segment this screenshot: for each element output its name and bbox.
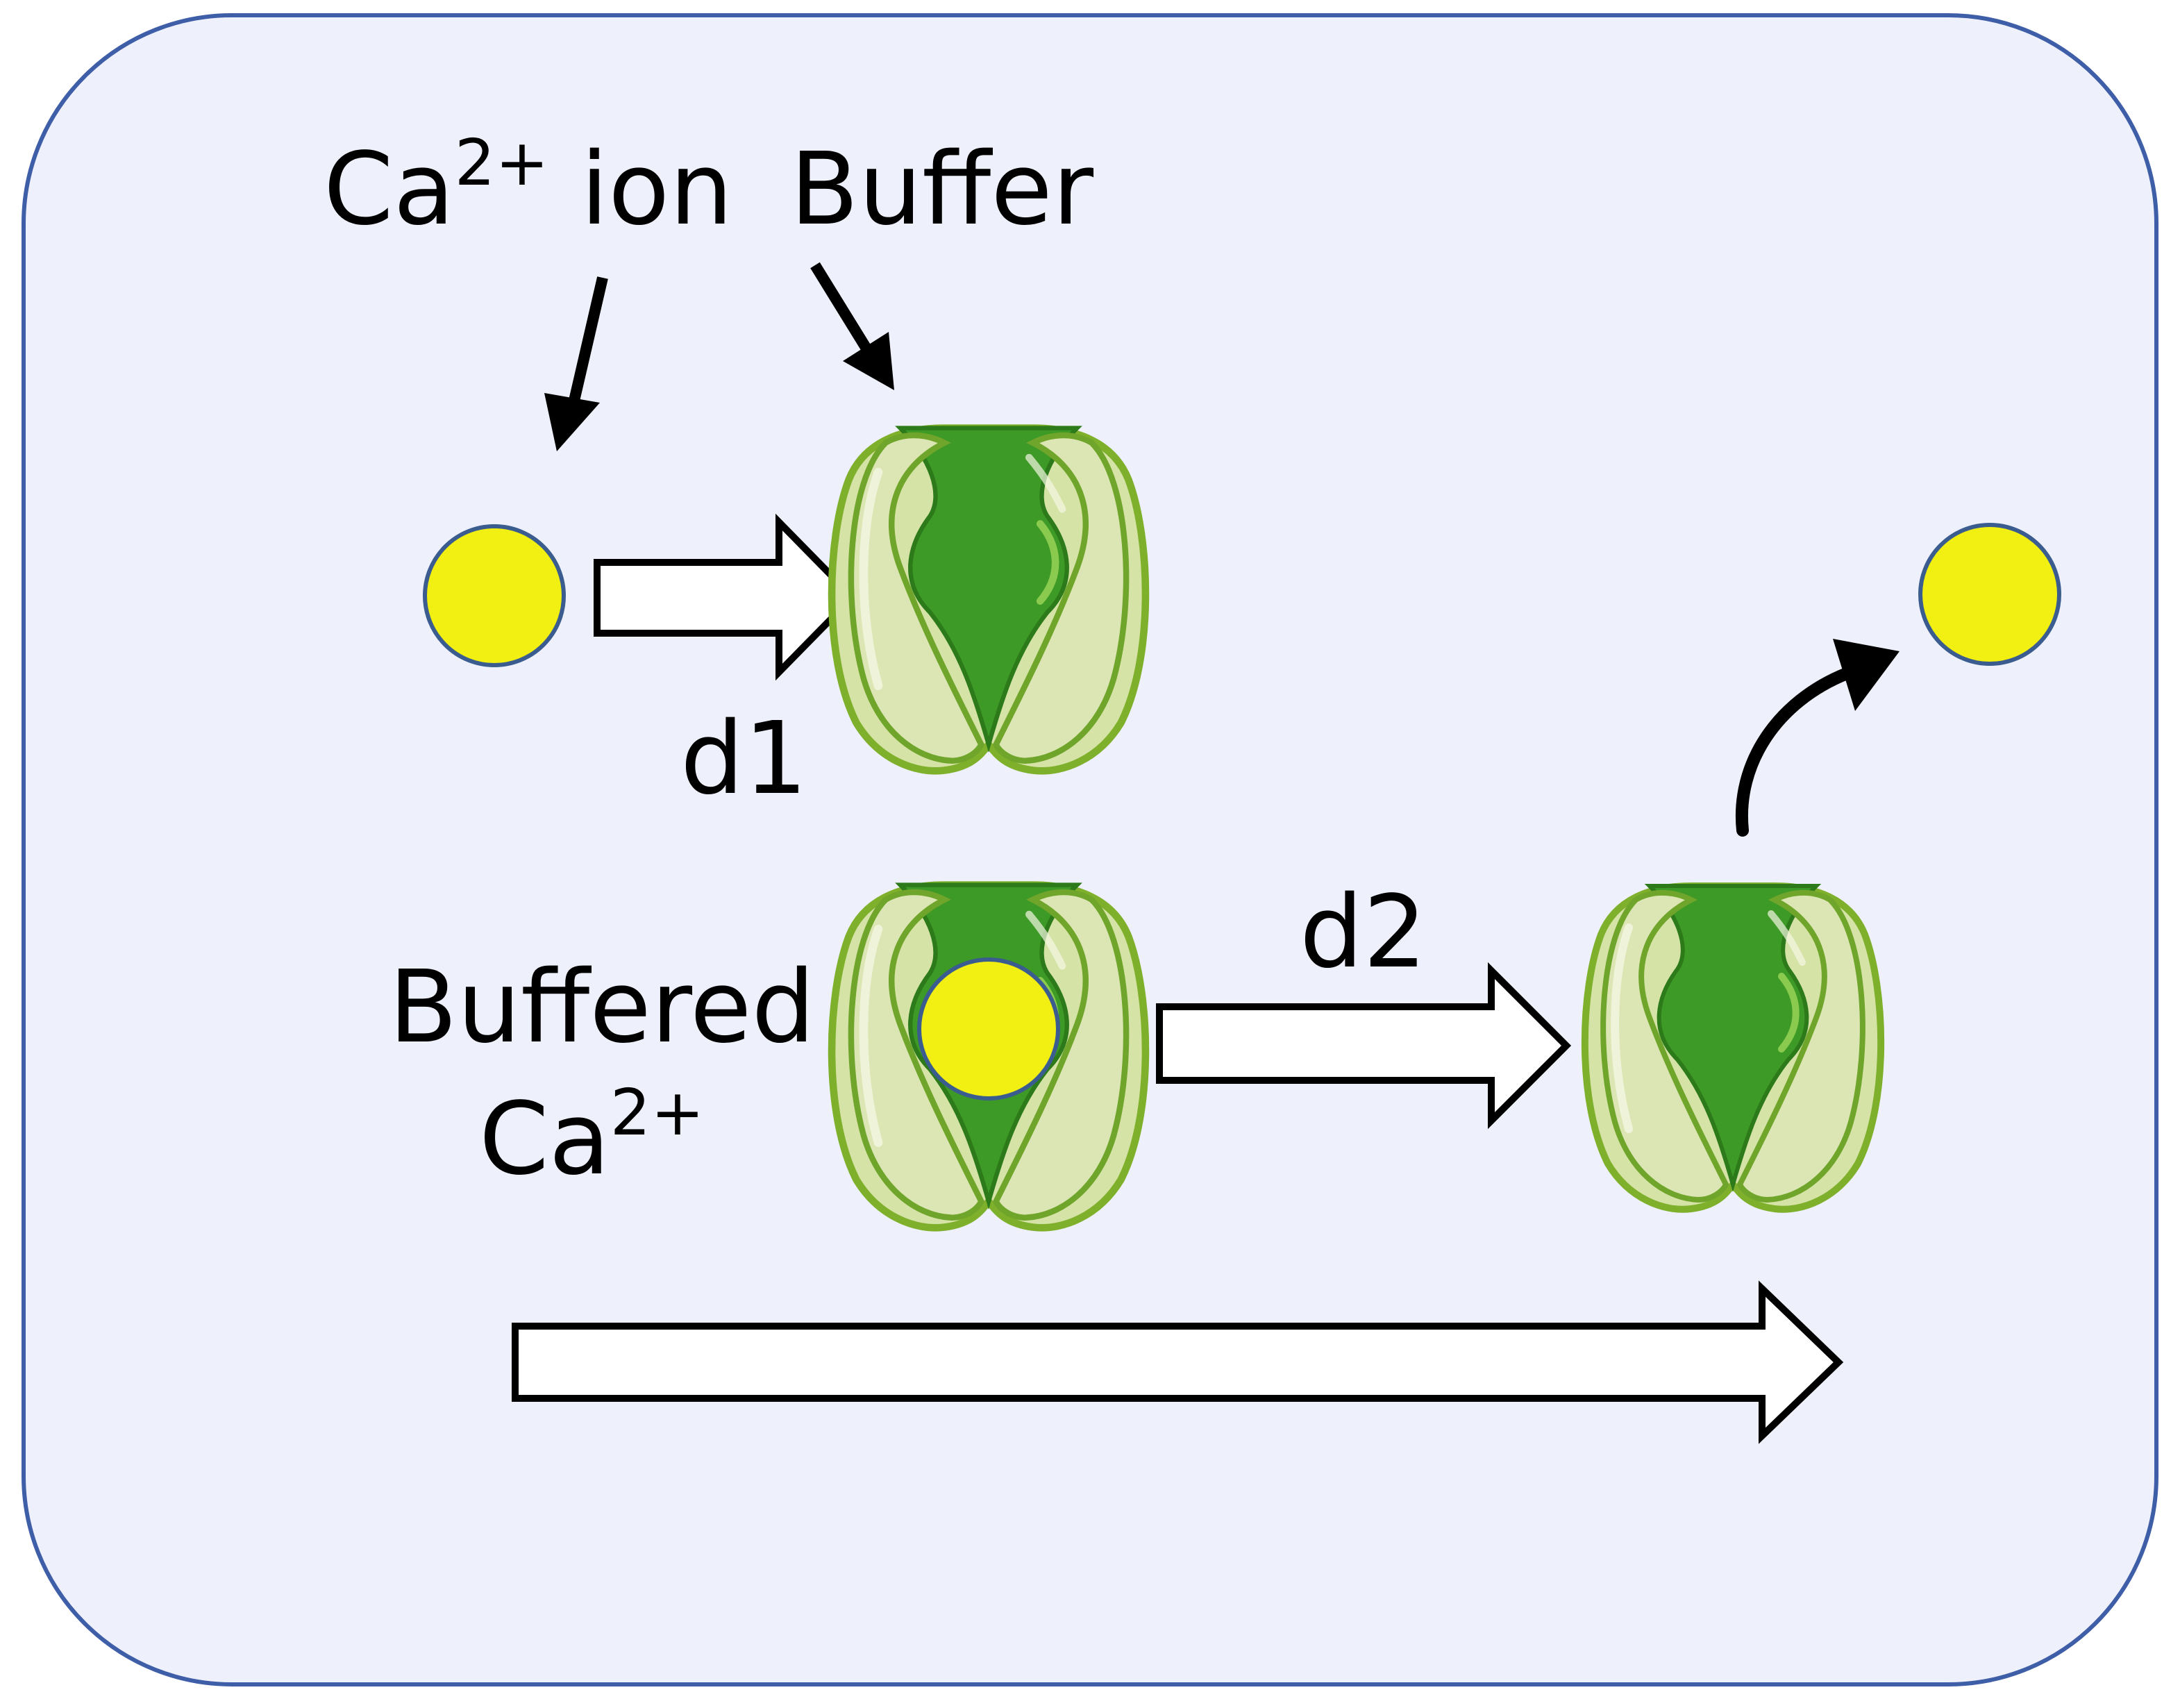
ca-ion-superscript: 2+ bbox=[455, 126, 549, 200]
buffer-protein-right bbox=[1585, 886, 1881, 1209]
ca-ion-label: Ca2+ ion bbox=[324, 126, 733, 247]
background-panel bbox=[22, 13, 2158, 1686]
free-ca-ion-left bbox=[423, 524, 566, 667]
buffer-protein-top bbox=[832, 428, 1146, 771]
ca-ion-pointer-arrow bbox=[544, 276, 608, 451]
d2-label: d2 bbox=[1300, 873, 1427, 990]
buffered-ca-label: Ca2+ bbox=[479, 1075, 704, 1197]
released-ca-ion bbox=[1918, 523, 2061, 666]
ca-ion-suffix: ion bbox=[548, 131, 732, 247]
buffered-ca-superscript: 2+ bbox=[610, 1075, 705, 1150]
release-arrow bbox=[1735, 639, 1900, 837]
d1-arrow bbox=[594, 513, 858, 681]
buffered-label: Buffered bbox=[389, 948, 815, 1065]
d1-label: d1 bbox=[680, 700, 807, 817]
d2-arrow bbox=[1156, 962, 1572, 1130]
ca-ion-base: Ca bbox=[324, 131, 455, 247]
buffered-ca-base: Ca bbox=[479, 1080, 610, 1197]
buffer-label: Buffer bbox=[790, 131, 1094, 247]
buffer-pointer-arrow bbox=[810, 262, 894, 390]
bound-ca-ion bbox=[917, 957, 1060, 1100]
long-transport-arrow bbox=[512, 1280, 1844, 1444]
